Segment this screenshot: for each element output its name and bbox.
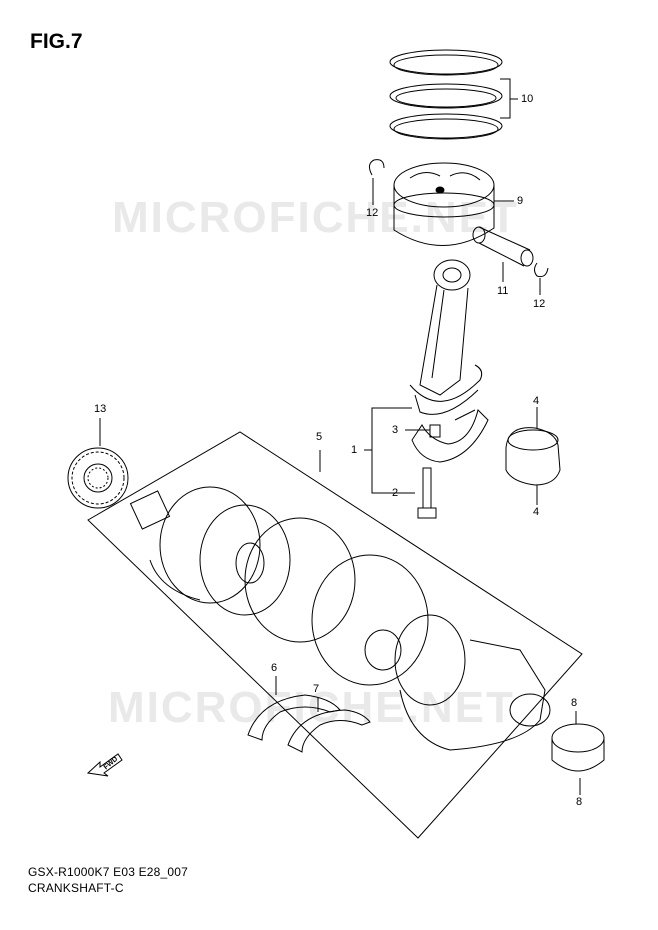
callout-2: 2 (392, 487, 399, 499)
callout-3: 3 (392, 424, 399, 436)
callout-6: 6 (271, 662, 278, 674)
callout-5: 5 (316, 431, 323, 443)
callout-8-upper: 8 (571, 697, 578, 709)
watermark-top: MICROFICHE.NET (112, 193, 519, 242)
crankshaft (129, 486, 551, 751)
section-name: CRANKSHAFT-C (28, 881, 124, 895)
model-code: GSX-R1000K7 E03 E28_007 (28, 865, 189, 879)
figure-title: FIG.7 (30, 30, 83, 53)
callout-10: 10 (521, 93, 534, 105)
callout-12-lower: 12 (533, 298, 546, 310)
crank-gear (67, 447, 129, 509)
callout-13: 13 (94, 403, 107, 415)
connecting-rod (409, 259, 483, 415)
callout-8-lower: 8 (576, 796, 583, 808)
thrust-bearing-8 (551, 723, 605, 772)
forward-arrow-icon (86, 753, 123, 777)
crank-bearing-7 (287, 709, 371, 753)
callout-1: 1 (351, 444, 358, 456)
callout-12-upper: 12 (366, 207, 379, 219)
crankshaft-assembly-box (87, 431, 583, 839)
circlip-lower (534, 262, 549, 278)
piston (393, 162, 495, 246)
callout-4-lower: 4 (533, 506, 540, 518)
piston-pin (472, 226, 534, 267)
piston-ring-set (389, 49, 503, 140)
connecting-rod-cap (411, 409, 489, 463)
callout-4-upper: 4 (533, 395, 540, 407)
bearing-pin (429, 424, 441, 438)
circlip-upper (368, 159, 385, 176)
callout-11: 11 (497, 285, 509, 297)
conrod-bearing-4 (505, 427, 561, 486)
rod-bolt (417, 467, 437, 519)
callout-7: 7 (313, 683, 320, 695)
callout-9: 9 (517, 195, 524, 207)
